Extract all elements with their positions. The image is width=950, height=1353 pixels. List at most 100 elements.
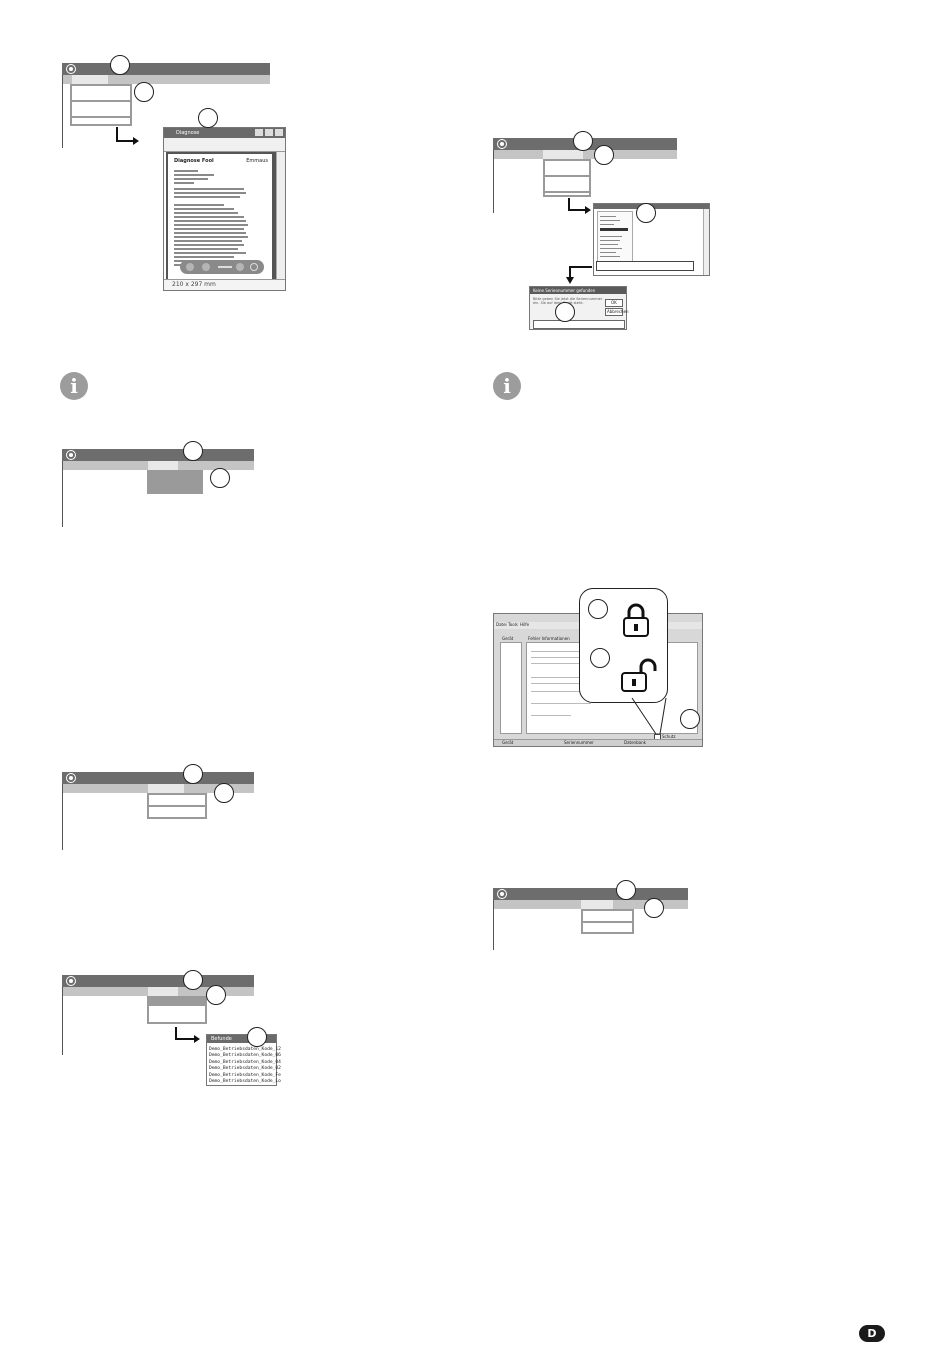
doc-title: Diagnose Fool (174, 158, 214, 164)
dropdown-menu[interactable] (147, 470, 203, 494)
frame-line (62, 987, 63, 1055)
dropdown-item[interactable] (545, 177, 589, 193)
callout-marker (555, 302, 575, 322)
pointer-lines (631, 697, 667, 735)
callout-marker (590, 648, 610, 668)
list-item[interactable]: Demo_Betriebsdaten_Kode_02 (209, 1066, 281, 1072)
menu-hilfe[interactable]: Hilfe (520, 622, 530, 627)
list-item[interactable]: Demo_Betriebsdaten_Kode_06 (209, 1053, 281, 1059)
menu-screenshot-3 (62, 449, 254, 527)
list-item[interactable]: Demo_Betriebsdaten_Kode_04 (209, 1059, 281, 1065)
dropdown-item[interactable] (149, 472, 201, 492)
menu-item-highlight[interactable] (72, 75, 108, 84)
page-sheet: Diagnose Fool Emmaus (168, 154, 272, 279)
callout-marker (183, 441, 203, 461)
results-window: Befunde Demo_Betriebsdaten_Kode_12 Demo_… (206, 1034, 281, 1086)
path-input[interactable] (596, 261, 694, 271)
callout-marker (680, 709, 700, 729)
menu-item-highlight[interactable] (581, 900, 613, 909)
cancel-button-label: Abbrechen (607, 309, 629, 314)
dropdown-item[interactable] (72, 102, 130, 118)
results-titlebar: Befunde (207, 1035, 276, 1043)
arrow-icon (175, 1027, 200, 1043)
menu-item-highlight[interactable] (148, 784, 184, 793)
dropdown-menu[interactable] (147, 793, 207, 819)
callout-marker (198, 108, 218, 128)
dropdown-menu[interactable] (543, 159, 591, 197)
dropdown-item[interactable] (72, 86, 130, 102)
zoom-button-icon[interactable] (202, 263, 210, 271)
callout-marker (573, 131, 593, 151)
list-item[interactable]: Demo_Betriebsdaten_Kode_Lo (209, 1079, 281, 1085)
status-database: Datenbank (624, 740, 646, 745)
callout-marker (110, 55, 130, 75)
menu-item-highlight[interactable] (148, 987, 178, 996)
serial-number-input[interactable] (533, 320, 625, 329)
menu-bar (62, 975, 254, 987)
zoom-toolbar[interactable] (180, 260, 264, 274)
menu-datei[interactable]: Datei (496, 622, 507, 627)
maximize-icon[interactable] (265, 129, 273, 136)
minimize-icon[interactable] (255, 129, 263, 136)
frame-line (62, 75, 63, 148)
list-item[interactable]: Demo_Betriebsdaten_Kode_Fe (209, 1072, 281, 1078)
dropdown-item[interactable] (149, 807, 205, 817)
cancel-button[interactable]: Abbrechen (605, 308, 629, 316)
submenu-bar (62, 75, 270, 84)
dropdown-menu[interactable] (147, 996, 207, 1024)
zoom-button-icon[interactable] (236, 263, 244, 271)
info-icon: i (60, 372, 88, 400)
app-logo-icon (66, 450, 76, 460)
dropdown-item[interactable] (545, 161, 589, 177)
callout-marker (644, 898, 664, 918)
arrow-icon (116, 127, 139, 145)
menu-bar (62, 63, 270, 75)
ok-button[interactable]: OK (605, 299, 623, 307)
menu-item-highlight[interactable] (543, 150, 583, 159)
app-logo-icon (497, 889, 507, 899)
callout-marker (183, 764, 203, 784)
menu-tools[interactable]: Tools (508, 622, 518, 627)
arrow-icon (566, 266, 592, 284)
menu-bar (493, 888, 688, 900)
window-titlebar: Diagnose (164, 128, 285, 138)
callout-marker (183, 970, 203, 990)
results-title: Befunde (211, 1036, 232, 1042)
dropdown-menu[interactable] (70, 84, 132, 126)
menu-screenshot-5 (493, 888, 688, 950)
zoom-button-icon[interactable] (186, 263, 194, 271)
selected-row[interactable] (600, 228, 628, 231)
dialog-title: Keine Seriennummer gefunden (533, 288, 596, 293)
close-circle-icon[interactable] (250, 263, 258, 271)
menu-screenshot-6 (62, 975, 254, 1055)
device-tree[interactable]: Gerät (500, 636, 522, 734)
dropdown-item[interactable] (583, 911, 632, 923)
callout-marker (616, 880, 636, 900)
doc-brand: Emmaus (246, 158, 268, 164)
menu-bar (62, 449, 254, 461)
protect-label: Schutz (662, 734, 676, 739)
dropdown-item[interactable] (149, 795, 205, 807)
dropdown-item[interactable] (149, 998, 205, 1006)
callout-marker (214, 783, 234, 803)
dialog-titlebar: Keine Seriennummer gefunden (530, 287, 626, 294)
scrollbar-vertical[interactable] (276, 152, 285, 282)
callout-marker (206, 985, 226, 1005)
dropdown-menu[interactable] (581, 909, 634, 934)
file-list[interactable] (597, 211, 633, 263)
callout-marker (247, 1027, 267, 1047)
close-icon[interactable] (275, 129, 283, 136)
scrollbar-vertical[interactable] (703, 209, 709, 275)
ok-button-label: OK (611, 300, 617, 305)
results-list[interactable]: Demo_Betriebsdaten_Kode_12 Demo_Betriebs… (209, 1047, 281, 1085)
list-item[interactable]: Demo_Betriebsdaten_Kode_12 (209, 1047, 281, 1052)
menu-item-highlight[interactable] (148, 461, 178, 470)
menu-bar (62, 772, 254, 784)
frame-line (493, 150, 494, 213)
device-header: Gerät (502, 636, 514, 641)
app-logo-icon (66, 64, 76, 74)
arrow-icon (568, 198, 591, 214)
status-bar: 210 x 297 mm (164, 279, 285, 290)
zoom-slider[interactable] (218, 266, 232, 268)
window-title: Diagnose (176, 130, 200, 136)
